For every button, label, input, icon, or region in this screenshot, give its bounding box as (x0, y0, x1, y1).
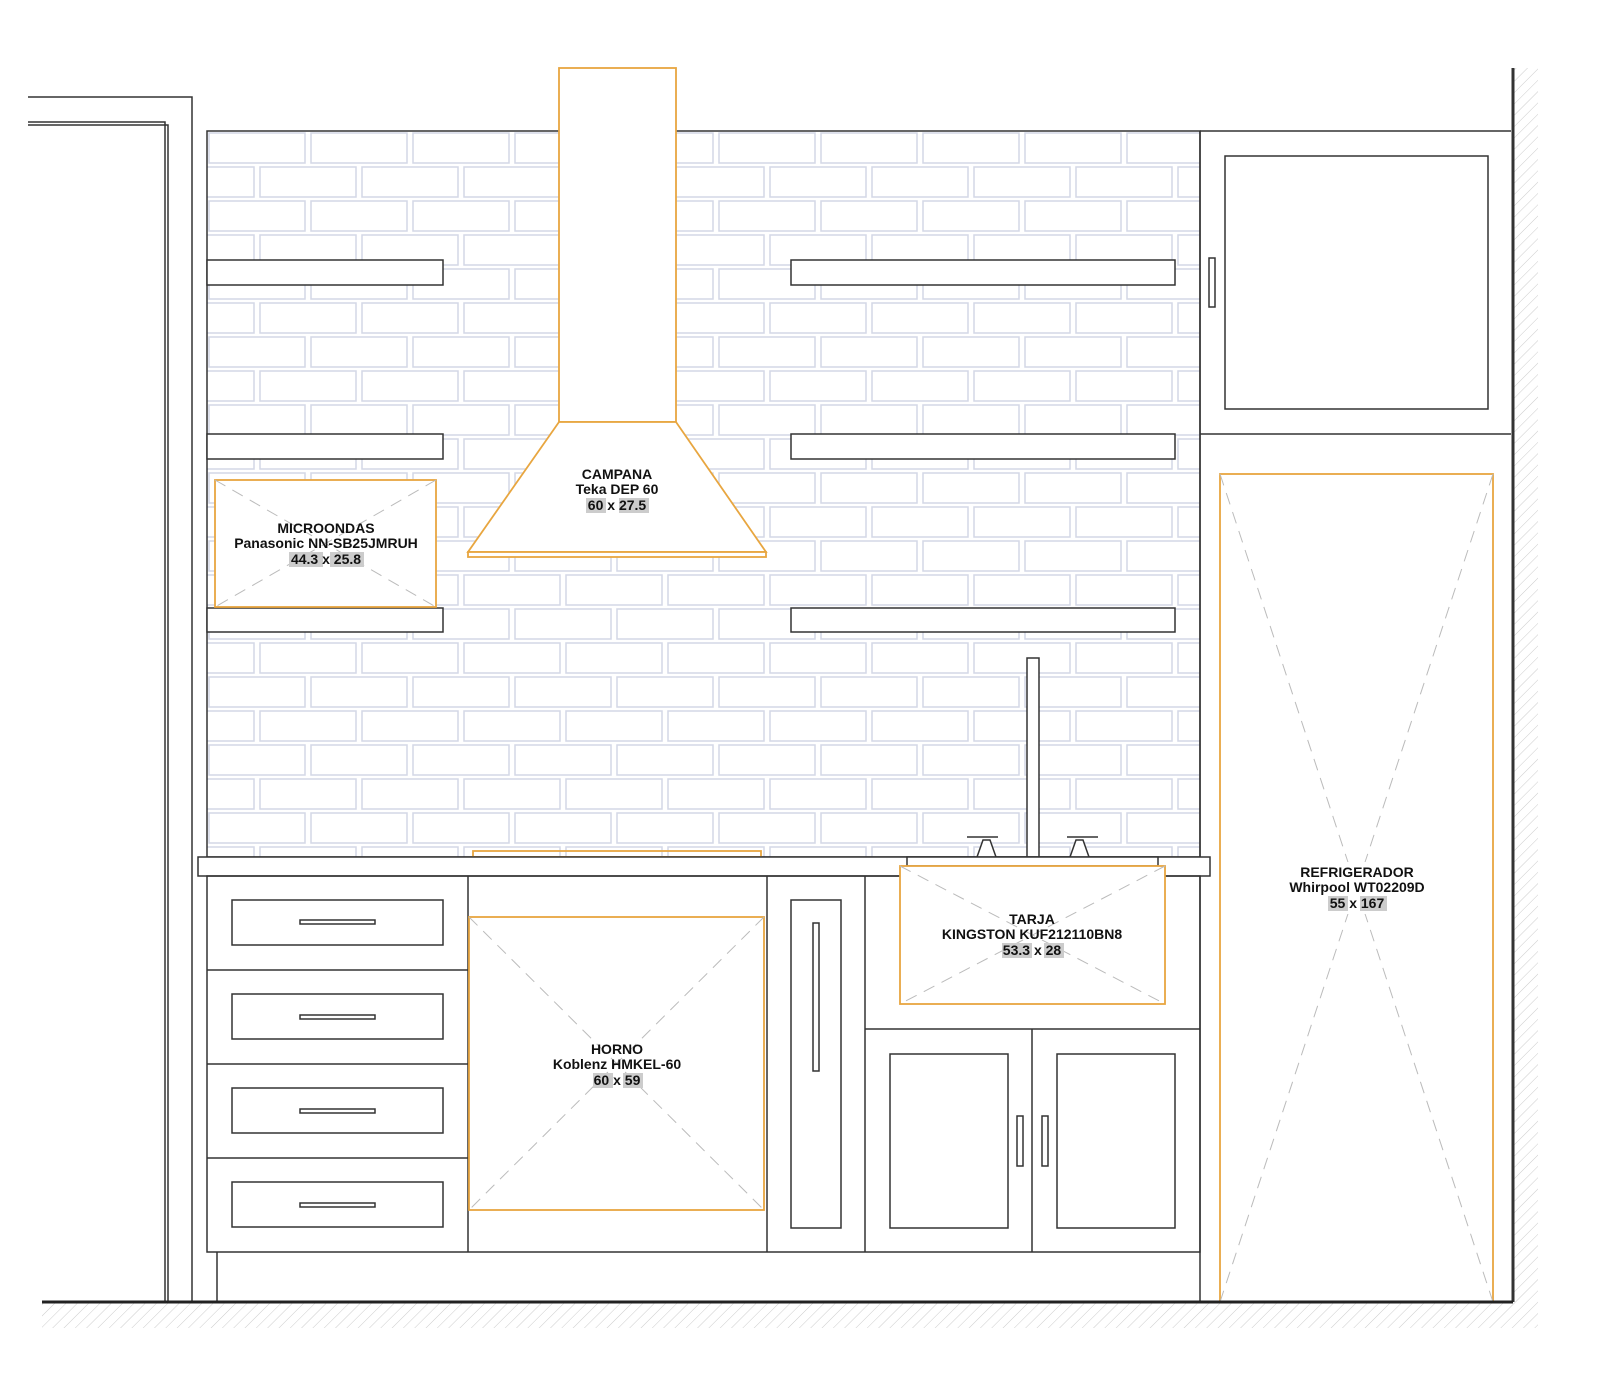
fridge-height: 167 (1361, 895, 1385, 911)
faucet (967, 657, 1098, 858)
fridge-width: 55 (1330, 895, 1346, 911)
hood-model: Teka DEP 60 (576, 481, 659, 497)
svg-text:44.3 x 25.8: 44.3 x 25.8 (291, 551, 361, 567)
dimension-separator: x (322, 551, 330, 567)
refrigerator: REFRIGERADOR Whirpool WT02209D 55 x 167 (1219, 473, 1494, 1303)
base-cabinets (206, 875, 1201, 1302)
svg-text:60 x 27.5: 60 x 27.5 (588, 497, 647, 513)
sink-name: TARJA (1009, 911, 1055, 927)
sink: TARJA KINGSTON KUF212110BN8 53.3 x 28 (899, 856, 1166, 1005)
dimension-separator: x (613, 1072, 621, 1088)
fridge-name: REFRIGERADOR (1300, 864, 1414, 880)
sink-width: 53.3 (1003, 942, 1030, 958)
hood-width: 60 (588, 497, 604, 513)
dimension-separator: x (1349, 895, 1357, 911)
hood-height: 27.5 (619, 497, 646, 513)
shelves (206, 259, 1176, 633)
range-hood: CAMPANA Teka DEP 60 60 x 27.5 (466, 67, 768, 558)
dimension-separator: x (607, 497, 615, 513)
left-door-frame (28, 96, 193, 1302)
microwave-width: 44.3 (291, 551, 318, 567)
oven-width: 60 (594, 1072, 610, 1088)
dimension-separator: x (1034, 942, 1042, 958)
svg-text:60 x 59: 60 x 59 (594, 1072, 641, 1088)
microwave-name: MICROONDAS (277, 520, 374, 536)
microwave: MICROONDAS Panasonic NN-SB25JMRUH 44.3 x… (214, 479, 437, 608)
microwave-height: 25.8 (334, 551, 361, 567)
tall-cabinet (1199, 68, 1515, 1302)
oven-height: 59 (625, 1072, 641, 1088)
svg-text:53.3 x 28: 53.3 x 28 (1003, 942, 1062, 958)
sink-model: KINGSTON KUF212110BN8 (942, 926, 1122, 942)
hood-name: CAMPANA (582, 466, 653, 482)
wall-hatch (1512, 68, 1538, 1303)
microwave-model: Panasonic NN-SB25JMRUH (234, 535, 418, 551)
oven: HORNO Koblenz HMKEL-60 60 x 59 (468, 916, 765, 1211)
floor-hatch (42, 1303, 1538, 1328)
oven-model: Koblenz HMKEL-60 (553, 1056, 682, 1072)
sink-height: 28 (1046, 942, 1062, 958)
svg-text:55 x 167: 55 x 167 (1330, 895, 1385, 911)
fridge-model: Whirpool WT02209D (1289, 879, 1424, 895)
oven-name: HORNO (591, 1041, 643, 1057)
